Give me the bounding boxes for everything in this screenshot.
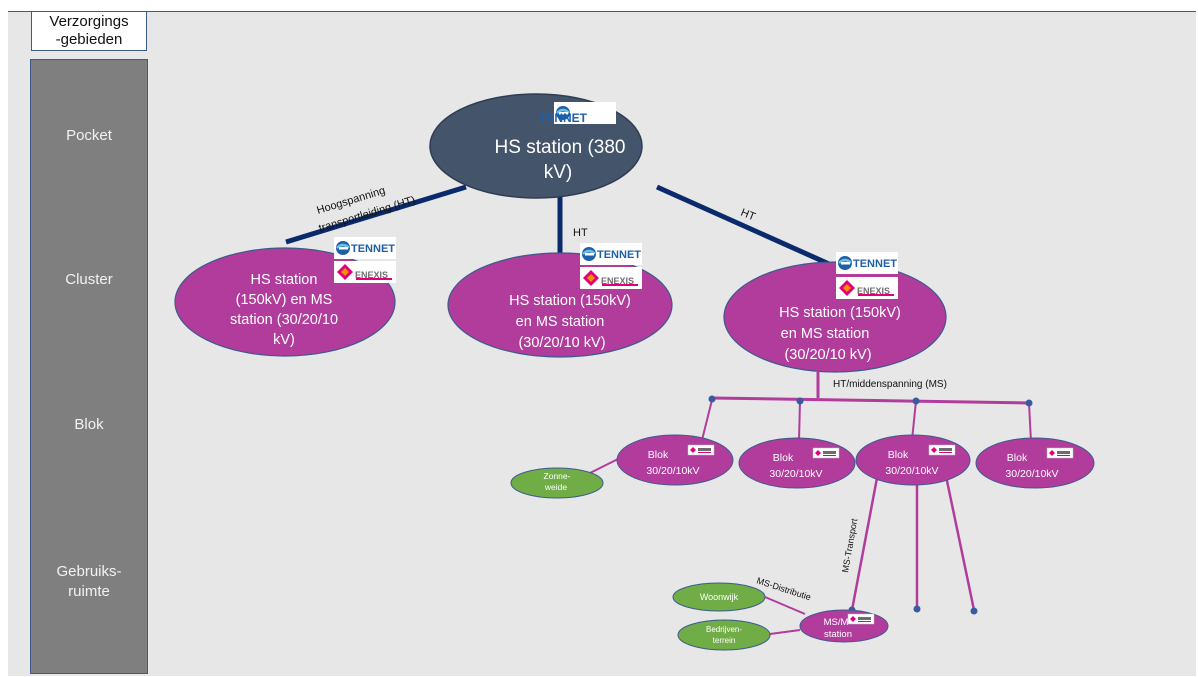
level-cluster: Cluster [65, 271, 113, 288]
woonwijk-link [764, 596, 806, 615]
blok4-label-2: 30/20/10kV [1005, 468, 1058, 480]
enexis-logo [1046, 447, 1074, 459]
cluster3-label-3: (30/20/10 kV) [784, 347, 871, 363]
level-gebruiks-line-1: Gebruiks- [56, 563, 122, 580]
cluster2-label-3: (30/20/10 kV) [518, 335, 605, 351]
ms-drop-2 [798, 400, 801, 441]
level-gebruiks-line-2: ruimte [68, 583, 110, 600]
blok2-label-1: Blok [773, 452, 794, 464]
blok4-label-1: Blok [1007, 452, 1028, 464]
blok1-label-2: 30/20/10kV [646, 465, 699, 477]
level-bar [30, 59, 148, 674]
blok-2 [738, 437, 856, 489]
cluster1-label-4: kV) [273, 332, 295, 348]
level-gebruiksruimte: Gebruiks- ruimte [30, 562, 148, 602]
bedrijventerrein-link [769, 629, 801, 635]
junction-dot [970, 607, 978, 615]
enexis-logo [847, 613, 875, 625]
cluster3-label-1: HS station (150kV) [779, 305, 901, 321]
top-border-line [8, 11, 1196, 12]
bedrijventerrein-label-2: terrein [713, 636, 736, 645]
hs380-label-2: kV) [544, 162, 573, 183]
blok3-label-1: Blok [888, 449, 909, 461]
ms-line-down-3 [944, 475, 976, 611]
blok-1 [616, 434, 734, 486]
blok-3 [855, 434, 971, 486]
ms-drop-1 [701, 399, 713, 441]
tennet-logo-text: TENNET [853, 258, 897, 270]
junction-dot [1025, 399, 1033, 407]
tennet-logo-text: TENNET [597, 249, 641, 261]
header-line-1: Verzorgings [49, 13, 129, 30]
blok-4 [975, 437, 1095, 489]
bedrijventerrein-node [677, 619, 771, 651]
tennet-logo-text: TENNET [351, 243, 395, 255]
enexis-logo [687, 444, 715, 456]
blok2-label-2: 30/20/10kV [769, 468, 822, 480]
edge-label-ms-transport: MS-Transport [840, 517, 859, 573]
cluster1-label-1: HS station [251, 272, 318, 288]
tennet-logo-text: TENNET [539, 111, 588, 125]
edge-label-ht-middle: HT [573, 227, 588, 239]
ms-transport-line [850, 477, 879, 611]
msms-label-2: station [824, 629, 852, 640]
enexis-logo-text: ENEXIS [601, 276, 634, 286]
blok1-label-1: Blok [648, 449, 669, 461]
junction-dot [796, 397, 804, 405]
junction-dot [913, 605, 921, 613]
enexis-logo-text: ENEXIS [857, 286, 890, 296]
ht-line-right [655, 184, 840, 271]
cluster2-label-2: en MS station [516, 314, 605, 330]
zonneweide-node [510, 467, 604, 499]
junction-dot [708, 395, 716, 403]
woonwijk-node [672, 582, 766, 612]
cluster2-label-1: HS station (150kV) [509, 293, 631, 309]
msms-label-1: MS/M [824, 617, 849, 628]
header-line-2: -gebieden [55, 31, 123, 48]
zonneweide-label-1: Zonne- [544, 471, 571, 481]
edge-label-ht-ms: HT/middenspanning (MS) [833, 379, 947, 390]
level-pocket: Pocket [66, 127, 112, 144]
blok3-label-2: 30/20/10kV [885, 465, 938, 477]
cluster1-label-2: (150kV) en MS [236, 292, 333, 308]
cluster1-label-3: station (30/20/10 [230, 312, 338, 328]
hs380-label-1: HS station (380 [495, 137, 626, 158]
cluster3-label-2: en MS station [781, 326, 870, 342]
bedrijventerrein-label-1: Bedrijven- [706, 625, 742, 634]
ms-bus [711, 396, 1031, 405]
edge-label-ht-right: HT [739, 207, 757, 224]
level-blok: Blok [74, 416, 104, 433]
enexis-logo-text: ENEXIS [355, 270, 388, 280]
ms-drop-3 [911, 400, 917, 441]
zonneweide-label-2: weide [544, 482, 567, 492]
verzorgingsgebieden-header: Verzorgings -gebieden [31, 11, 147, 51]
ms-drop-4 [1028, 402, 1032, 443]
enexis-logo [812, 447, 840, 459]
ht-line-left [285, 184, 467, 245]
woonwijk-label: Woonwijk [700, 592, 739, 602]
junction-dot [912, 397, 920, 405]
enexis-logo [928, 444, 956, 456]
